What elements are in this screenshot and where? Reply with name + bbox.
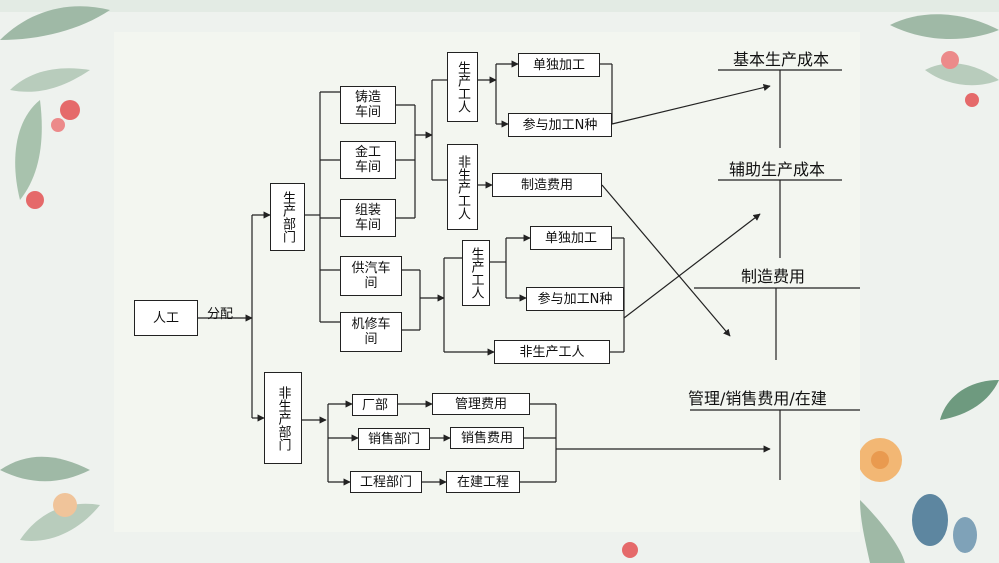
target-period-expenses: 管理/销售费用/在建	[688, 389, 827, 408]
metalwork-workshop-box: 金工车间	[340, 141, 396, 179]
target-auxiliary-production-cost: 辅助生产成本	[729, 160, 826, 179]
production-dept-box: 生产部门	[270, 183, 305, 251]
management-expense-box: 管理费用	[432, 393, 530, 415]
multi-processing-box-2: 参与加工N种	[526, 287, 624, 311]
non-production-workers-box-2: 非生产工人	[494, 340, 610, 364]
production-workers-box-1: 生产工人	[447, 52, 478, 122]
repair-workshop-box: 机修车间	[340, 312, 402, 352]
selling-expense-box: 销售费用	[450, 427, 524, 449]
labor-box: 人工	[134, 300, 198, 336]
target-basic-production-cost: 基本生产成本	[733, 50, 830, 69]
allocate-label: 分配	[207, 307, 234, 322]
steam-supply-workshop-box: 供汽车间	[340, 256, 402, 296]
single-processing-box-2: 单独加工	[530, 226, 612, 250]
engineering-dept-box: 工程部门	[350, 471, 422, 493]
casting-workshop-box: 铸造车间	[340, 86, 396, 124]
manufacturing-cost-box: 制造费用	[492, 173, 602, 197]
sales-dept-box: 销售部门	[358, 428, 430, 450]
single-processing-box-1: 单独加工	[518, 53, 600, 77]
factory-box: 厂部	[352, 394, 398, 416]
construction-box: 在建工程	[446, 471, 520, 493]
production-workers-box-2: 生产工人	[462, 240, 490, 306]
multi-processing-box-1: 参与加工N种	[508, 113, 612, 137]
target-manufacturing-overhead: 制造费用	[741, 267, 806, 286]
assembly-workshop-box: 组装车间	[340, 199, 396, 237]
non-production-dept-box: 非生产部门	[264, 372, 302, 464]
non-production-workers-box-1: 非生产工人	[447, 144, 478, 230]
